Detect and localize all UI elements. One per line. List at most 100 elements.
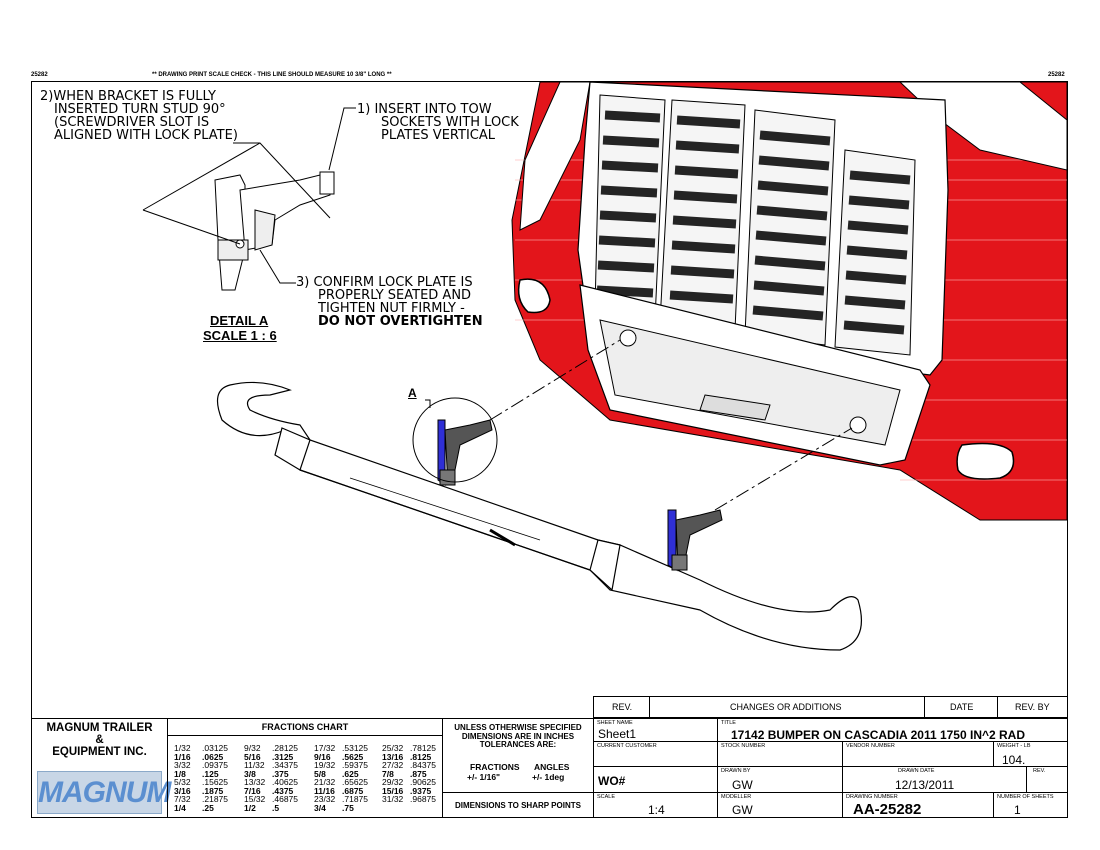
fraction-row: 7/8.875 bbox=[382, 768, 436, 779]
truck-front-illustration bbox=[511, 82, 1067, 521]
fraction-value: 3/16 bbox=[174, 785, 191, 796]
fraction-row: 19/32 .59375 bbox=[314, 761, 368, 770]
fraction-value: 19/32 bbox=[314, 760, 336, 770]
decimal-value: .125 bbox=[202, 768, 219, 779]
title-cell: TITLE 17142 BUMPER ON CASCADIA 2011 1750… bbox=[717, 718, 1068, 742]
decimal-value: .6875 bbox=[342, 785, 364, 796]
fraction-value: 1/2 bbox=[244, 802, 256, 813]
fraction-row: 5/8 .625 bbox=[314, 768, 368, 779]
decimal-value: .0625 bbox=[202, 751, 224, 762]
fraction-value: 15/16 bbox=[382, 785, 404, 796]
modeller-cell: MODELLER GW bbox=[717, 792, 843, 818]
detail-scale: SCALE 1 : 6 bbox=[203, 328, 277, 343]
sheet-number-right: 25282 bbox=[1048, 72, 1065, 78]
fraction-row: 9/32.28125 bbox=[244, 744, 298, 753]
drawn-date-value: 12/13/2011 bbox=[895, 778, 955, 792]
drawn-date-label: DRAWN DATE bbox=[898, 768, 935, 774]
fraction-row: 21/32 .65625 bbox=[314, 778, 368, 787]
fraction-value: 9/32 bbox=[244, 743, 261, 753]
fraction-row: 13/16.8125 bbox=[382, 751, 436, 762]
fraction-value: 25/32 bbox=[382, 743, 404, 753]
decimal-value: .5625 bbox=[342, 751, 364, 762]
decimal-value: .625 bbox=[342, 768, 359, 779]
tolerance-line-3: TOLERANCES ARE: bbox=[479, 740, 557, 749]
weight-value: 104. bbox=[1002, 753, 1026, 767]
fraction-row: 11/32 .34375 bbox=[244, 761, 298, 770]
wo-cell: WO# bbox=[593, 766, 718, 793]
drawing-number-cell: DRAWING NUMBER AA-25282 bbox=[842, 792, 994, 818]
note-3-line-3: TIGHTEN NUT FIRMLY - bbox=[318, 301, 465, 316]
sheet-name-cell: SHEET NAME Sheet1 bbox=[593, 718, 718, 742]
fraction-row: 5/16.3125 bbox=[244, 751, 298, 762]
tolerance-text: UNLESS OTHERWISE SPECIFIED DIMENSIONS AR… bbox=[442, 723, 594, 750]
fraction-row: 1/16 .0625 bbox=[174, 751, 228, 762]
fraction-value: 5/16 bbox=[244, 751, 261, 762]
modeller-value: GW bbox=[732, 803, 753, 817]
fraction-value: 15/32 bbox=[244, 794, 266, 804]
sheet-name-value: Sheet1 bbox=[598, 727, 637, 741]
decimal-value: .25 bbox=[202, 802, 214, 813]
fraction-value: 11/32 bbox=[244, 760, 265, 770]
fraction-row: 15/32.46875 bbox=[244, 795, 298, 804]
fraction-row: 29/32.90625 bbox=[382, 778, 436, 787]
detail-marker: A bbox=[408, 386, 417, 400]
decimal-value: .65625 bbox=[342, 777, 368, 787]
fractions-tol-label: FRACTIONS bbox=[470, 762, 520, 772]
vendor-number-cell: VENDOR NUMBER bbox=[842, 741, 994, 767]
fraction-value: 5/8 bbox=[314, 768, 326, 779]
tolerance-line-2: DIMENSIONS ARE IN INCHES bbox=[461, 731, 575, 741]
fraction-row: 7/16.4375 bbox=[244, 785, 298, 796]
fraction-value: 13/16 bbox=[382, 751, 404, 762]
fraction-row: 15/16 .9375 bbox=[382, 785, 436, 796]
decimal-value: .9375 bbox=[410, 785, 432, 796]
decimal-value: .09375 bbox=[202, 760, 228, 770]
stock-number-label: STOCK NUMBER bbox=[721, 743, 766, 749]
note-3: 3) CONFIRM LOCK PLATE IS PROPERLY SEATED… bbox=[296, 276, 483, 328]
magnum-logo: MAGNUM bbox=[37, 771, 171, 814]
sheet-name-label: SHEET NAME bbox=[597, 720, 633, 726]
drawing-number-value: AA-25282 bbox=[853, 801, 922, 818]
note-3-line-2: PROPERLY SEATED AND bbox=[318, 288, 472, 303]
date-header: DATE bbox=[950, 702, 974, 712]
decimal-value: .5 bbox=[272, 802, 280, 813]
decimal-value: .4375 bbox=[272, 785, 294, 796]
fraction-row: 3/8.375 bbox=[244, 768, 298, 779]
fraction-row: 17/32.53125 bbox=[314, 744, 368, 753]
fraction-value: 21/32 bbox=[314, 777, 336, 787]
fraction-value: 1/16 bbox=[174, 751, 191, 762]
revby-header: REV. BY bbox=[1015, 702, 1050, 712]
note-2-line-3: (SCREWDRIVER SLOT IS bbox=[54, 115, 210, 130]
stock-number-cell: STOCK NUMBER bbox=[717, 741, 843, 767]
rev-header: REV. bbox=[612, 702, 633, 712]
decimal-value: .21875 bbox=[202, 794, 228, 804]
fraction-row: 9/16 .5625 bbox=[314, 751, 368, 762]
fraction-value: 3/8 bbox=[244, 768, 256, 779]
company-name: MAGNUM TRAILER & EQUIPMENT INC. bbox=[31, 722, 168, 758]
sheets-cell: NUMBER OF SHEETS 1 bbox=[993, 792, 1068, 818]
fraction-value: 5/32 bbox=[174, 777, 191, 787]
detail-circle bbox=[412, 397, 498, 483]
drawing-number-label: DRAWING NUMBER bbox=[846, 794, 898, 800]
drawn-date-cell: DRAWN DATE 12/13/2011 bbox=[842, 766, 1027, 793]
detail-a-bracket bbox=[214, 171, 335, 291]
decimal-value: .96875 bbox=[410, 794, 436, 804]
note-2-line-2: INSERTED TURN STUD 90° bbox=[54, 102, 226, 117]
decimal-value: .59375 bbox=[342, 760, 368, 770]
decimal-value: .34375 bbox=[272, 760, 298, 770]
sheets-label: NUMBER OF SHEETS bbox=[997, 794, 1054, 800]
fraction-row: 7/32.21875 bbox=[174, 795, 228, 804]
modeller-label: MODELLER bbox=[721, 794, 752, 800]
decimal-value: .71875 bbox=[342, 794, 368, 804]
angles-tol-label: ANGLES bbox=[534, 762, 570, 772]
decimal-value: .875 bbox=[410, 768, 427, 779]
scale-check-note: ** DRAWING PRINT SCALE CHECK - THIS LINE… bbox=[152, 72, 392, 78]
sheets-value: 1 bbox=[1014, 803, 1021, 817]
company-name-line-1: MAGNUM TRAILER bbox=[46, 722, 153, 734]
note-2-line-4: ALIGNED WITH LOCK PLATE) bbox=[54, 128, 238, 143]
fraction-value: 9/16 bbox=[314, 751, 331, 762]
bracket-left bbox=[437, 419, 493, 486]
fraction-value: 13/32 bbox=[244, 777, 266, 787]
drawn-by-value: GW bbox=[732, 778, 753, 792]
